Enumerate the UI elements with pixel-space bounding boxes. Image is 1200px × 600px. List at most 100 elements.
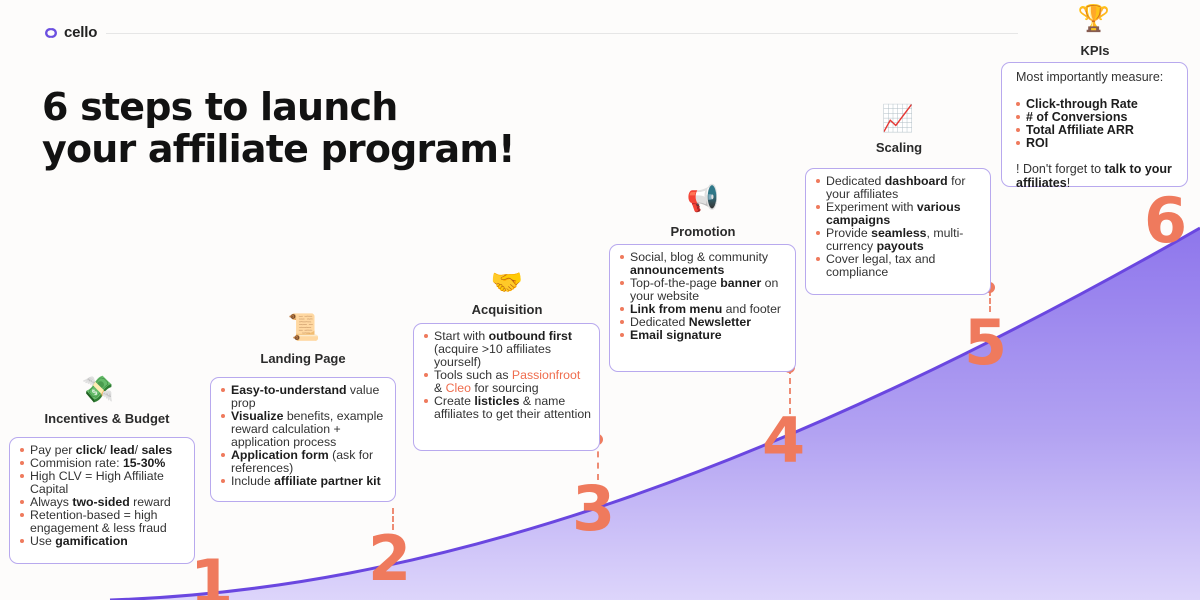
text-segment: benefits, example reward calculation + a… (231, 409, 384, 449)
text-segment: Include (231, 474, 275, 488)
bold-text: two-sided (72, 495, 130, 509)
bold-text: affiliate partner kit (274, 474, 381, 488)
text-segment: and footer (722, 302, 782, 316)
step-6-title: KPIs (1080, 43, 1110, 58)
list-item: Social, blog & community announcements (620, 251, 787, 277)
list-item: Dedicated dashboard for your affiliates (816, 175, 982, 201)
list-item: Start with outbound first (acquire >10 a… (424, 330, 591, 369)
growth-curve-line (109, 226, 1200, 600)
bold-text: Application form (231, 448, 329, 462)
bold-text: ROI (1026, 136, 1049, 150)
trophy-icon: 🏆 (1077, 3, 1111, 33)
list-item: Include affiliate partner kit (221, 475, 387, 488)
text-segment: ! (1066, 176, 1071, 190)
text-segment: (acquire >10 affiliates yourself) (434, 342, 552, 369)
list-item: Application form (ask for references) (221, 449, 387, 475)
bold-text: Newsletter (688, 315, 751, 329)
text-segment: Commision rate: (30, 456, 123, 470)
list-item: Retention-based = high engagement & less… (20, 509, 186, 535)
text-segment: Always (30, 495, 73, 509)
text-segment: Dedicated (630, 315, 689, 329)
list-item: ROI (1016, 137, 1179, 150)
text-segment: for your affiliates (826, 174, 966, 201)
header-divider (106, 33, 1018, 34)
bold-text: Visualize (231, 409, 284, 423)
list-item: Experiment with various campaigns (816, 201, 982, 227)
step-3-number: 3 (572, 472, 616, 545)
growth-curve-area (110, 228, 1200, 600)
list-item: # of Conversions (1016, 111, 1179, 124)
step-1-number: 1 (190, 546, 234, 600)
step-4-title: Promotion (670, 224, 736, 239)
list-item: Top-of-the-page banner on your website (620, 277, 787, 303)
list-item: Visualize benefits, example reward calcu… (221, 410, 387, 449)
step-3-title: Acquisition (471, 302, 543, 317)
text-segment: Cover legal, tax and compliance (826, 252, 936, 279)
text-segment: on your website (630, 276, 779, 303)
list-item: Tools such as Passionfroot & Cleo for so… (424, 369, 591, 395)
step-2-number: 2 (368, 522, 412, 595)
brand-name: cello (64, 24, 98, 41)
bold-text: click (75, 443, 104, 457)
scroll-icon: 📜 (287, 312, 321, 342)
list-item: Cover legal, tax and compliance (816, 253, 982, 279)
bold-text: 15-30% (122, 456, 166, 470)
bold-text: various campaigns (826, 200, 961, 227)
list-item: Email signature (620, 329, 787, 342)
bold-text: Email signature (630, 328, 722, 342)
bold-text: listicles (474, 394, 520, 408)
list-item: Always two-sided reward (20, 496, 186, 509)
bold-text: sales (141, 443, 173, 457)
list-item: Provide seamless, multi-currency payouts (816, 227, 982, 253)
bold-text: lead (110, 443, 135, 457)
step-4-connector (789, 368, 791, 414)
text-segment: , multi-currency (826, 226, 964, 253)
list-item: Dedicated Newsletter (620, 316, 787, 329)
chart-increasing-icon: 📈 (881, 103, 915, 133)
step-3-connector (597, 440, 599, 480)
kpi-footer: ! Don't forget to talk to your affiliate… (1016, 162, 1179, 190)
tool-name: Passionfroot (511, 368, 581, 382)
text-segment: Tools such as (434, 368, 512, 382)
list-item: Pay per click/ lead/ sales (20, 444, 186, 457)
step-2-title: Landing Page (260, 351, 346, 366)
page-title-line-1: 6 steps to launch (42, 85, 398, 129)
text-segment: & (434, 381, 446, 395)
bold-text: announcements (630, 263, 725, 277)
bold-text: Link from menu (630, 302, 723, 316)
step-5-title: Scaling (875, 140, 923, 155)
step-6-card: Most importantly measure: Click-through … (1001, 62, 1188, 190)
text-segment: Social, blog & community (630, 250, 769, 264)
bold-text: Click-through Rate (1026, 97, 1138, 111)
text-segment: Retention-based = high engagement & less… (30, 508, 167, 535)
text-segment: Dedicated (826, 174, 885, 188)
text-segment: Provide (826, 226, 872, 240)
bold-text: # of Conversions (1026, 110, 1128, 124)
bold-text: Total Affiliate ARR (1026, 123, 1134, 137)
cello-logo: cello (44, 24, 97, 41)
step-3-card: Start with outbound first (acquire >10 a… (413, 323, 600, 451)
step-6-number: 6 (1144, 184, 1188, 257)
tool-name: Cleo (445, 381, 471, 395)
list-item: Click-through Rate (1016, 98, 1179, 111)
kpi-intro: Most importantly measure: (1016, 70, 1164, 84)
page-title: 6 steps to launch your affiliate program… (42, 86, 562, 170)
text-segment: / (134, 443, 142, 457)
step-5-connector (989, 290, 991, 312)
bold-text: seamless (871, 226, 927, 240)
text-segment: reward (129, 495, 171, 509)
bold-text: dashboard (884, 174, 948, 188)
list-item: Use gamification (20, 535, 186, 548)
step-1-title: Incentives & Budget (44, 411, 170, 426)
bold-text: payouts (876, 239, 924, 253)
text-segment: / (103, 443, 110, 457)
page-title-line-2: your affiliate program! (42, 127, 515, 171)
bold-text: Easy-to-understand (231, 383, 347, 397)
